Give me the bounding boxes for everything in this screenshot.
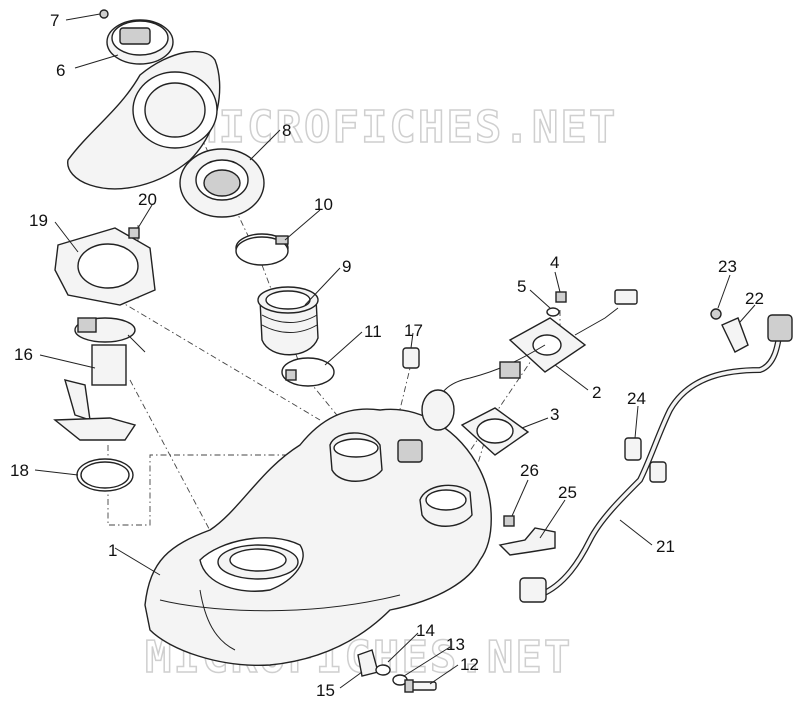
callout-11: 11 [364,322,382,341]
callout-2: 2 [592,383,601,402]
line-clip[interactable] [721,317,749,353]
callout-5: 5 [517,277,526,296]
callout-9: 9 [342,257,351,276]
callout-12: 12 [460,655,479,674]
callout-labels: 7 6 8 20 19 10 9 11 16 17 18 1 2 3 4 5 2… [10,11,764,700]
clip-screw[interactable] [710,308,722,320]
mount-washer[interactable] [375,664,391,676]
filler-hose[interactable] [257,286,319,356]
cap-screw[interactable] [99,9,109,19]
fuel-cap[interactable] [106,19,174,65]
sender-gasket[interactable] [460,407,530,456]
callout-8: 8 [282,121,291,140]
callout-6: 6 [56,61,65,80]
gasket-nut[interactable] [128,227,140,239]
callout-22: 22 [745,289,764,308]
callout-17: 17 [404,321,423,340]
callout-4: 4 [550,253,559,272]
fuel-tank[interactable] [144,408,492,667]
callout-14: 14 [416,621,435,640]
callout-leaders [34,13,756,689]
callout-20: 20 [138,190,157,209]
callout-19: 19 [29,211,48,230]
tank-clip[interactable] [402,347,420,369]
filler-cover-panel[interactable] [67,50,221,190]
callout-10: 10 [314,195,333,214]
callout-23: 23 [718,257,737,276]
mount-bolt[interactable] [404,679,437,693]
fuel-pump-assembly[interactable] [53,317,146,441]
callout-1: 1 [108,541,117,560]
callout-13: 13 [446,635,465,654]
pump-gasket[interactable] [54,227,156,306]
hose-clamp-lower[interactable] [281,357,335,387]
hose-clamp-upper[interactable] [235,233,289,266]
callout-21: 21 [656,537,675,556]
callout-15: 15 [316,681,335,700]
line-clamp[interactable] [624,437,642,461]
sender-washer[interactable] [546,307,560,317]
callout-26: 26 [520,461,539,480]
filler-neck-flange[interactable] [179,148,265,218]
fuel-line[interactable] [519,314,793,603]
callout-25: 25 [558,483,577,502]
callout-16: 16 [14,345,33,364]
bracket-nut[interactable] [503,515,515,527]
pump-o-ring[interactable] [76,458,134,492]
callout-3: 3 [550,405,559,424]
sender-nut[interactable] [555,291,567,303]
callout-18: 18 [10,461,29,480]
watermark-top: MICROFICHES.NET [190,102,617,153]
hose-bracket[interactable] [498,527,556,556]
callout-24: 24 [627,389,646,408]
fuel-level-sender[interactable] [421,289,638,431]
callout-7: 7 [50,11,59,30]
